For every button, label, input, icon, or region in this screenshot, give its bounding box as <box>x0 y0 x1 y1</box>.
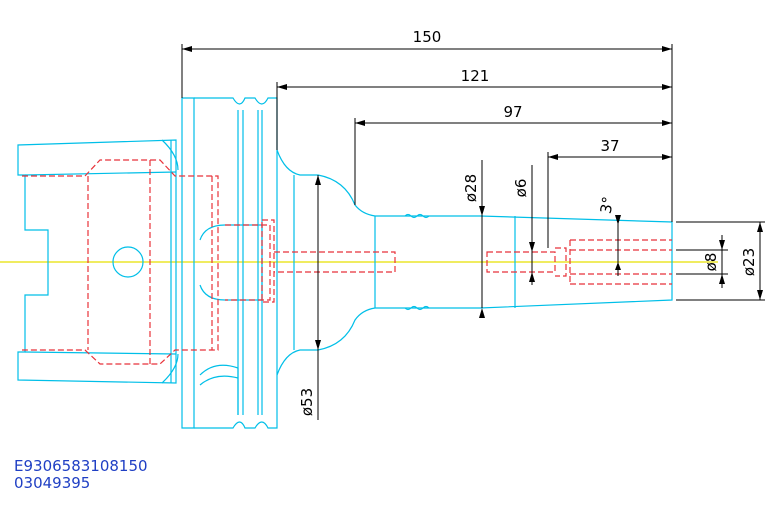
dim-diameter-6: ø6 <box>512 179 530 198</box>
dim-angle-3: 3° <box>597 195 618 215</box>
dim-length-121: 121 <box>461 67 490 85</box>
dim-diameter-8: ø8 <box>702 253 720 272</box>
dim-overall-length: 150 <box>413 28 442 46</box>
dimension-labels: 150 121 97 37 ø28 ø6 3° ø8 ø23 ø53 <box>298 28 758 416</box>
dim-length-37: 37 <box>600 137 619 155</box>
dim-length-97: 97 <box>503 103 522 121</box>
part-codes: E9306583108150 03049395 <box>14 458 148 492</box>
dimension-lines <box>181 44 765 420</box>
tool-holder-outline <box>17 97 673 429</box>
dim-diameter-53: ø53 <box>298 388 316 416</box>
part-code: E9306583108150 <box>14 457 148 475</box>
dim-diameter-28: ø28 <box>462 174 480 202</box>
dim-diameter-23: ø23 <box>740 248 758 276</box>
order-code: 03049395 <box>14 474 91 492</box>
